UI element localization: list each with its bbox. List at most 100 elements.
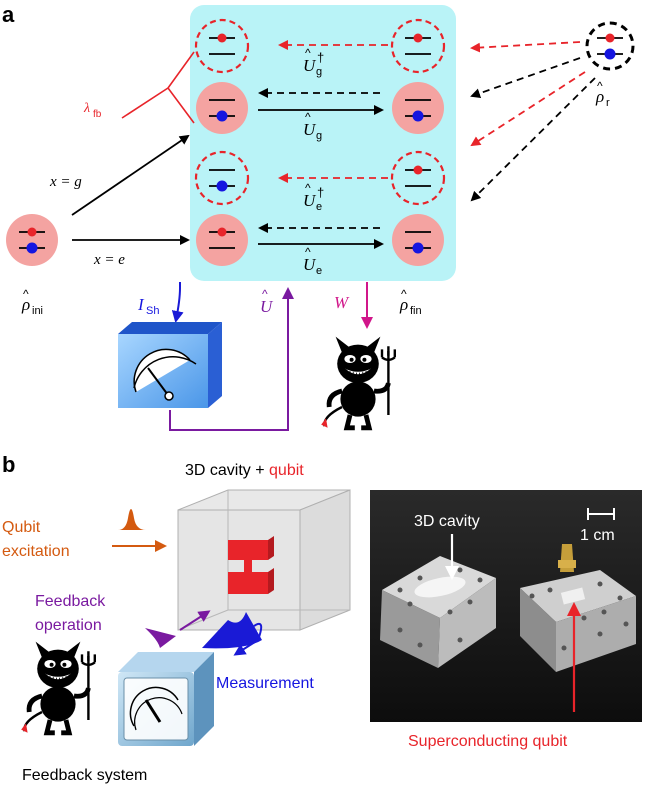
rho-r-black-arrow-2 xyxy=(470,77,596,202)
svg-text:U: U xyxy=(260,297,274,316)
svg-text:^: ^ xyxy=(401,287,407,301)
svg-text:I: I xyxy=(137,295,145,314)
state-g-dagger-out xyxy=(390,18,446,74)
u-feedback-arrow xyxy=(169,287,294,431)
svg-text:†: † xyxy=(317,50,324,65)
state-rho-r-ground-dot xyxy=(604,48,616,60)
label-u-g-dagger: U ^ g † xyxy=(303,46,324,78)
feedback-operation-line2: operation xyxy=(35,617,102,634)
svg-text:^: ^ xyxy=(305,181,311,195)
qubit-excitation-line1: Qubit xyxy=(2,519,41,536)
svg-text:U: U xyxy=(303,191,317,210)
state-g-dagger-in xyxy=(194,18,250,74)
svg-text:g: g xyxy=(316,130,322,142)
state-rho-ini xyxy=(6,214,58,266)
feedback-pulse-icon xyxy=(145,628,176,648)
unitary-box xyxy=(190,5,456,281)
label-u-g: U ^ g xyxy=(303,110,322,142)
svg-text:ρ: ρ xyxy=(399,295,408,314)
measurement-pulse-icon xyxy=(202,612,262,649)
state-rho-ini-excited-dot xyxy=(27,227,37,237)
state-g-out-ground-dot xyxy=(412,110,424,122)
state-e-dagger-in xyxy=(194,150,250,206)
qubit-states xyxy=(6,18,635,266)
photo-cavity-label: 3D cavity xyxy=(414,513,480,530)
label-u-feedback: U ^ xyxy=(260,287,274,316)
feedback-op-arrow xyxy=(179,610,211,631)
state-g-in xyxy=(196,82,248,134)
feedback-system-label: Feedback system xyxy=(22,767,147,784)
state-e-dagger-out-excited-dot xyxy=(413,165,423,175)
state-g-dagger-out-excited-dot xyxy=(413,33,423,43)
maxwell-demon-icon-b xyxy=(21,642,95,733)
svg-text:r: r xyxy=(606,97,610,109)
label-x-g: x = g xyxy=(49,174,82,190)
i-sh-arrow xyxy=(171,282,184,323)
scale-bar xyxy=(587,508,615,520)
measurement-meter xyxy=(118,322,222,408)
lambda-fb-bracket xyxy=(121,51,195,124)
cavity-title: 3D cavity + qubit xyxy=(185,462,304,479)
svg-text:^: ^ xyxy=(262,287,268,301)
rho-r-black-arrow-1 xyxy=(470,57,581,99)
state-g-dagger-in-excited-dot xyxy=(217,33,227,43)
label-u-e: U ^ e xyxy=(303,245,322,277)
rho-r-red-arrow-2 xyxy=(470,71,586,147)
photo-qubit-label: Superconducting qubit xyxy=(408,733,568,750)
svg-text:ρ: ρ xyxy=(21,295,30,314)
state-rho-r xyxy=(585,21,635,71)
svg-text:†: † xyxy=(317,185,324,200)
cavity-photo xyxy=(370,490,642,722)
svg-text:U: U xyxy=(303,120,317,139)
feedback-operation-line1: Feedback xyxy=(35,593,106,610)
scale-bar-label: 1 cm xyxy=(580,527,615,544)
svg-text:g: g xyxy=(316,66,322,78)
svg-text:ρ: ρ xyxy=(595,87,604,106)
svg-text:U: U xyxy=(303,255,317,274)
photo-qubit-arrowhead xyxy=(567,602,581,616)
state-e-dagger-in-ground-dot xyxy=(216,180,228,192)
rho-r-red-arrow-1 xyxy=(470,41,581,53)
label-i-sh: I Sh xyxy=(137,295,159,317)
label-w: W xyxy=(334,293,350,312)
feedback-system-cube xyxy=(118,652,214,746)
photo-cavity-arrowhead xyxy=(445,566,459,580)
label-u-e-dagger: U ^ e † xyxy=(303,181,324,213)
state-rho-ini-ground-dot xyxy=(26,242,38,254)
svg-text:ini: ini xyxy=(32,305,43,317)
label-x-e: x = e xyxy=(93,252,125,268)
state-e-in xyxy=(196,214,248,266)
maxwell-demon-icon xyxy=(321,337,395,428)
state-rho-r-excited-dot xyxy=(605,33,615,43)
measurement-arrow xyxy=(233,622,263,656)
panel-a-label: a xyxy=(2,2,15,27)
state-g-out xyxy=(392,82,444,134)
state-g-in-ground-dot xyxy=(216,110,228,122)
label-rho-r: ρ ^ r xyxy=(595,79,610,109)
qubit-excitation-line2: excitation xyxy=(2,543,70,560)
state-e-dagger-out xyxy=(390,150,446,206)
state-e-out-ground-dot xyxy=(412,242,424,254)
label-rho-fin: ρ ^ fin xyxy=(399,287,422,317)
svg-text:^: ^ xyxy=(597,79,603,93)
cavity-box xyxy=(177,489,351,631)
svg-text:^: ^ xyxy=(305,245,311,259)
x-g-arrow xyxy=(71,134,190,216)
svg-text:fb: fb xyxy=(93,109,102,120)
panel-b-label: b xyxy=(2,452,15,477)
qubit-chip-icon xyxy=(228,536,274,594)
state-e-out xyxy=(392,214,444,266)
svg-text:U: U xyxy=(303,56,317,75)
svg-text:^: ^ xyxy=(305,46,311,60)
state-e-in-excited-dot xyxy=(217,227,227,237)
svg-text:^: ^ xyxy=(305,110,311,124)
svg-text:Sh: Sh xyxy=(146,305,159,317)
svg-text:e: e xyxy=(316,201,322,213)
label-rho-ini: ρ ^ ini xyxy=(21,287,43,317)
svg-text:e: e xyxy=(316,265,322,277)
svg-text:fin: fin xyxy=(410,305,422,317)
label-lambda-fb: λ fb xyxy=(83,101,102,120)
excitation-pulse-icon xyxy=(118,509,146,530)
svg-text:^: ^ xyxy=(23,287,29,301)
measurement-label: Measurement xyxy=(216,675,314,692)
